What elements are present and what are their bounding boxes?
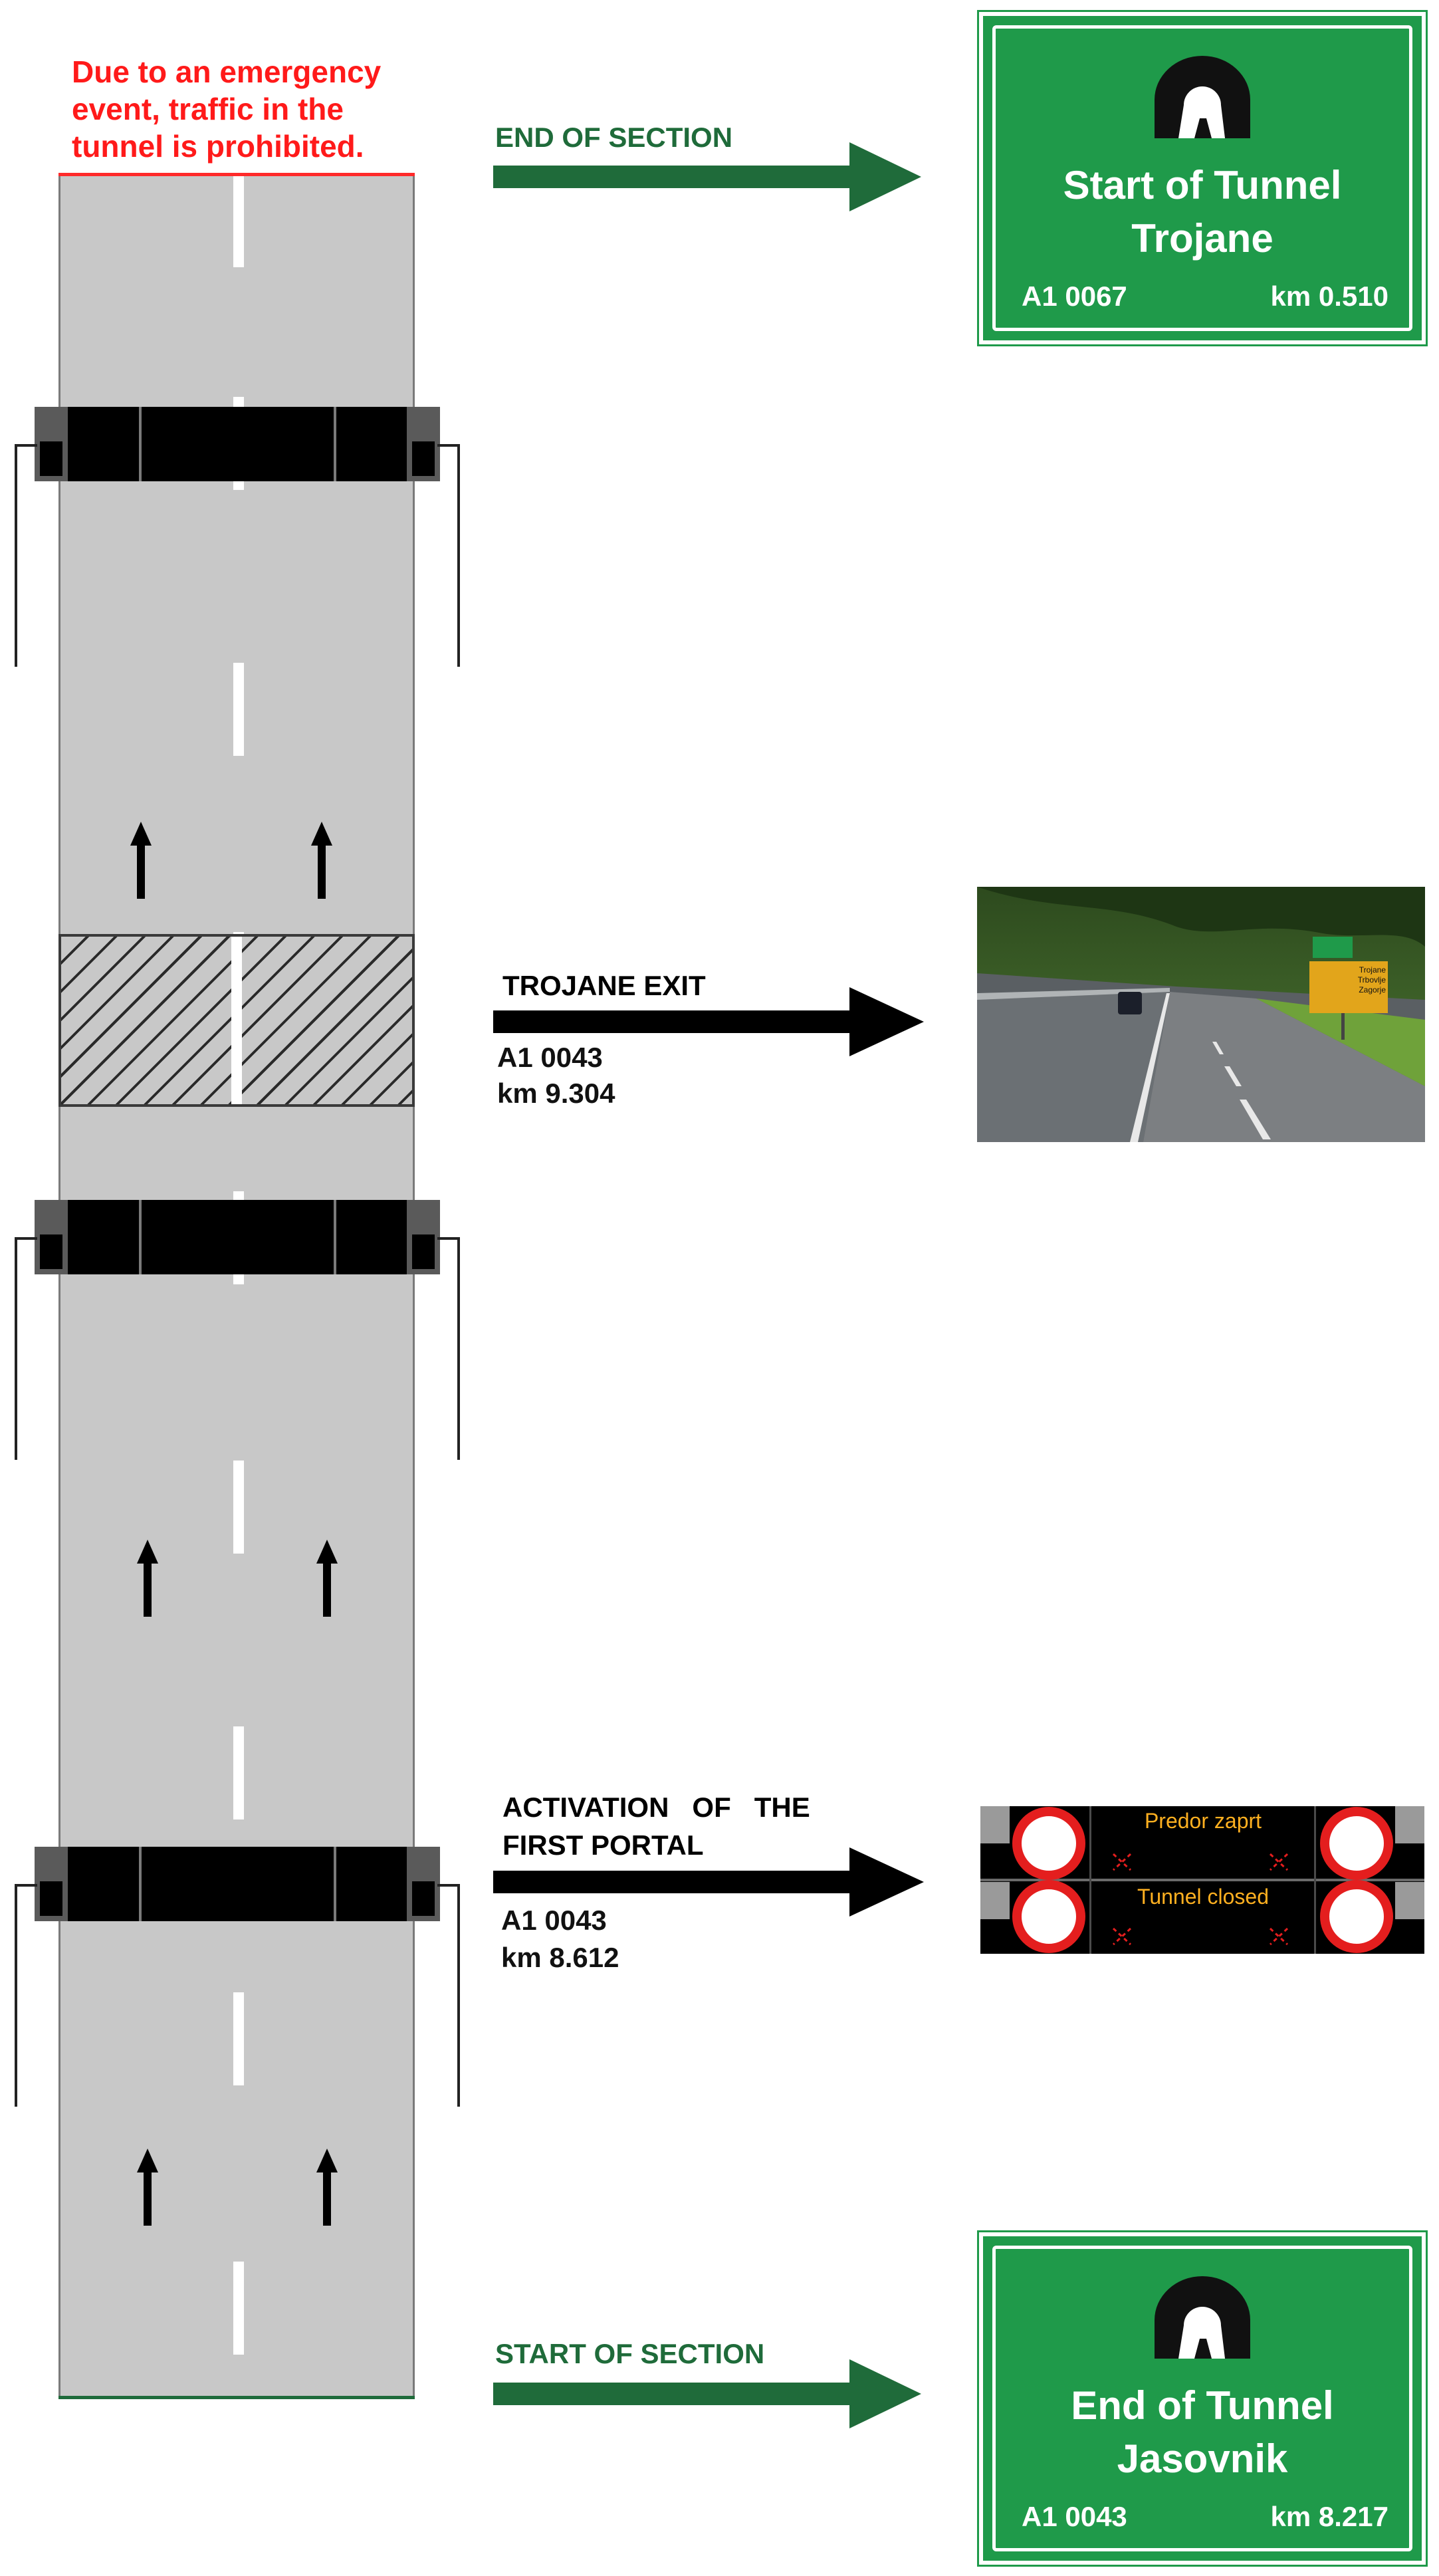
lane-dash xyxy=(233,1992,244,2085)
tunnel-icon xyxy=(1155,56,1250,138)
photo-sign-text: Trojane Trbovlje Zagorje xyxy=(1341,965,1386,995)
arrow-head-icon xyxy=(849,987,924,1056)
sign-km: km 8.217 xyxy=(1270,2501,1388,2532)
gantry-post-right xyxy=(457,1237,460,1460)
sign-km: km 0.510 xyxy=(1270,281,1388,312)
gantry-beam xyxy=(35,407,440,481)
arrow-head-icon xyxy=(849,2359,921,2428)
vms-panel: Predor zaprt Tunnel closed xyxy=(980,1806,1424,1954)
vms-line2: Tunnel closed xyxy=(1137,1885,1270,1909)
vms-line1: Predor zaprt xyxy=(1144,1809,1262,1833)
gantry-post-left xyxy=(15,1237,37,1240)
gantry-divider xyxy=(139,407,142,481)
gantry-signal-left xyxy=(35,1200,68,1274)
photo-sign-line: Trojane xyxy=(1359,965,1386,975)
gantry-post-right xyxy=(457,444,460,667)
emergency-note: Due to an emergency event, traffic in th… xyxy=(72,53,431,165)
gantry-signal-right xyxy=(407,407,440,481)
gantry-post-left xyxy=(15,444,17,667)
gantry-post-right xyxy=(457,1884,460,2107)
arrow-head-icon xyxy=(849,142,921,211)
tunnel-icon xyxy=(1155,2276,1250,2359)
sign-tunnel-name: Trojane xyxy=(1131,216,1273,261)
lane-dash xyxy=(233,1726,244,1819)
road xyxy=(58,174,415,2399)
photo-sign-line: Zagorje xyxy=(1359,985,1386,995)
trojane-exit-arrow xyxy=(493,1010,852,1033)
gantry-signal-right xyxy=(407,1200,440,1274)
gantry-divider xyxy=(334,1847,336,1921)
gantry-middle xyxy=(35,1200,440,1274)
gantry-divider xyxy=(139,1200,142,1274)
section-end-line xyxy=(58,173,415,176)
end-of-section-arrow xyxy=(493,166,852,188)
gantry-signal-right xyxy=(407,1847,440,1921)
sign-title: End of Tunnel xyxy=(1071,2383,1334,2428)
gantry-post-right xyxy=(437,1237,460,1240)
vms-signals xyxy=(980,1806,1424,1954)
sign-title: Start of Tunnel xyxy=(1063,163,1342,207)
emergency-note-line2: event, traffic in the xyxy=(72,92,344,126)
lane-dash xyxy=(233,663,244,756)
start-of-section-arrow xyxy=(493,2383,852,2405)
photo-sign-line: Trbovlje xyxy=(1357,975,1386,985)
exit-photo: Trojane Trbovlje Zagorje xyxy=(977,887,1425,1142)
activation-label-line2: FIRST PORTAL xyxy=(502,1829,704,1861)
sign-end-of-tunnel: End of Tunnel Jasovnik A1 0043 km 8.217 xyxy=(977,2230,1428,2567)
gantry-post-right xyxy=(437,444,460,447)
gantry-top xyxy=(35,407,440,481)
gantry-divider xyxy=(334,407,336,481)
trojane-exit-road: A1 0043 xyxy=(497,1042,603,1073)
start-of-section-label: START OF SECTION xyxy=(495,2338,765,2369)
lane-dash xyxy=(233,1461,244,1554)
trojane-exit-km: km 9.304 xyxy=(497,1078,615,1109)
lane-dash xyxy=(233,174,244,267)
trojane-exit-label: TROJANE EXIT xyxy=(502,970,706,1001)
arrow-head-icon xyxy=(849,1847,924,1917)
gantry-bottom xyxy=(35,1847,440,1921)
section-start-line xyxy=(58,2396,415,2399)
emergency-note-line3: tunnel is prohibited. xyxy=(72,129,364,164)
gantry-divider xyxy=(334,1200,336,1274)
gantry-divider xyxy=(139,1847,142,1921)
lane-dash xyxy=(233,2262,244,2355)
gantry-post-left xyxy=(15,1884,37,1887)
activation-km: km 8.612 xyxy=(501,1942,619,1973)
activation-road: A1 0043 xyxy=(501,1905,607,1936)
gantry-signal-left xyxy=(35,407,68,481)
sign-road-code: A1 0067 xyxy=(1022,281,1127,312)
lane-dash xyxy=(231,937,242,1104)
end-of-section-label: END OF SECTION xyxy=(495,122,733,153)
gantry-post-left xyxy=(15,1237,17,1460)
gantry-beam xyxy=(35,1200,440,1274)
sign-start-of-tunnel: Start of Tunnel Trojane A1 0067 km 0.510 xyxy=(977,10,1428,346)
gantry-beam xyxy=(35,1847,440,1921)
exit-photo-scene xyxy=(977,887,1425,1142)
gantry-signal-left xyxy=(35,1847,68,1921)
activation-label-line1: ACTIVATION OF THE xyxy=(502,1792,810,1823)
activation-arrow xyxy=(493,1871,852,1893)
sign-tunnel-name: Jasovnik xyxy=(1117,2436,1288,2481)
sign-road-code: A1 0043 xyxy=(1022,2501,1127,2532)
hatched-exit-area xyxy=(58,934,415,1107)
emergency-note-line1: Due to an emergency xyxy=(72,55,382,89)
gantry-post-left xyxy=(15,1884,17,2107)
gantry-post-left xyxy=(15,444,37,447)
gantry-post-right xyxy=(437,1884,460,1887)
